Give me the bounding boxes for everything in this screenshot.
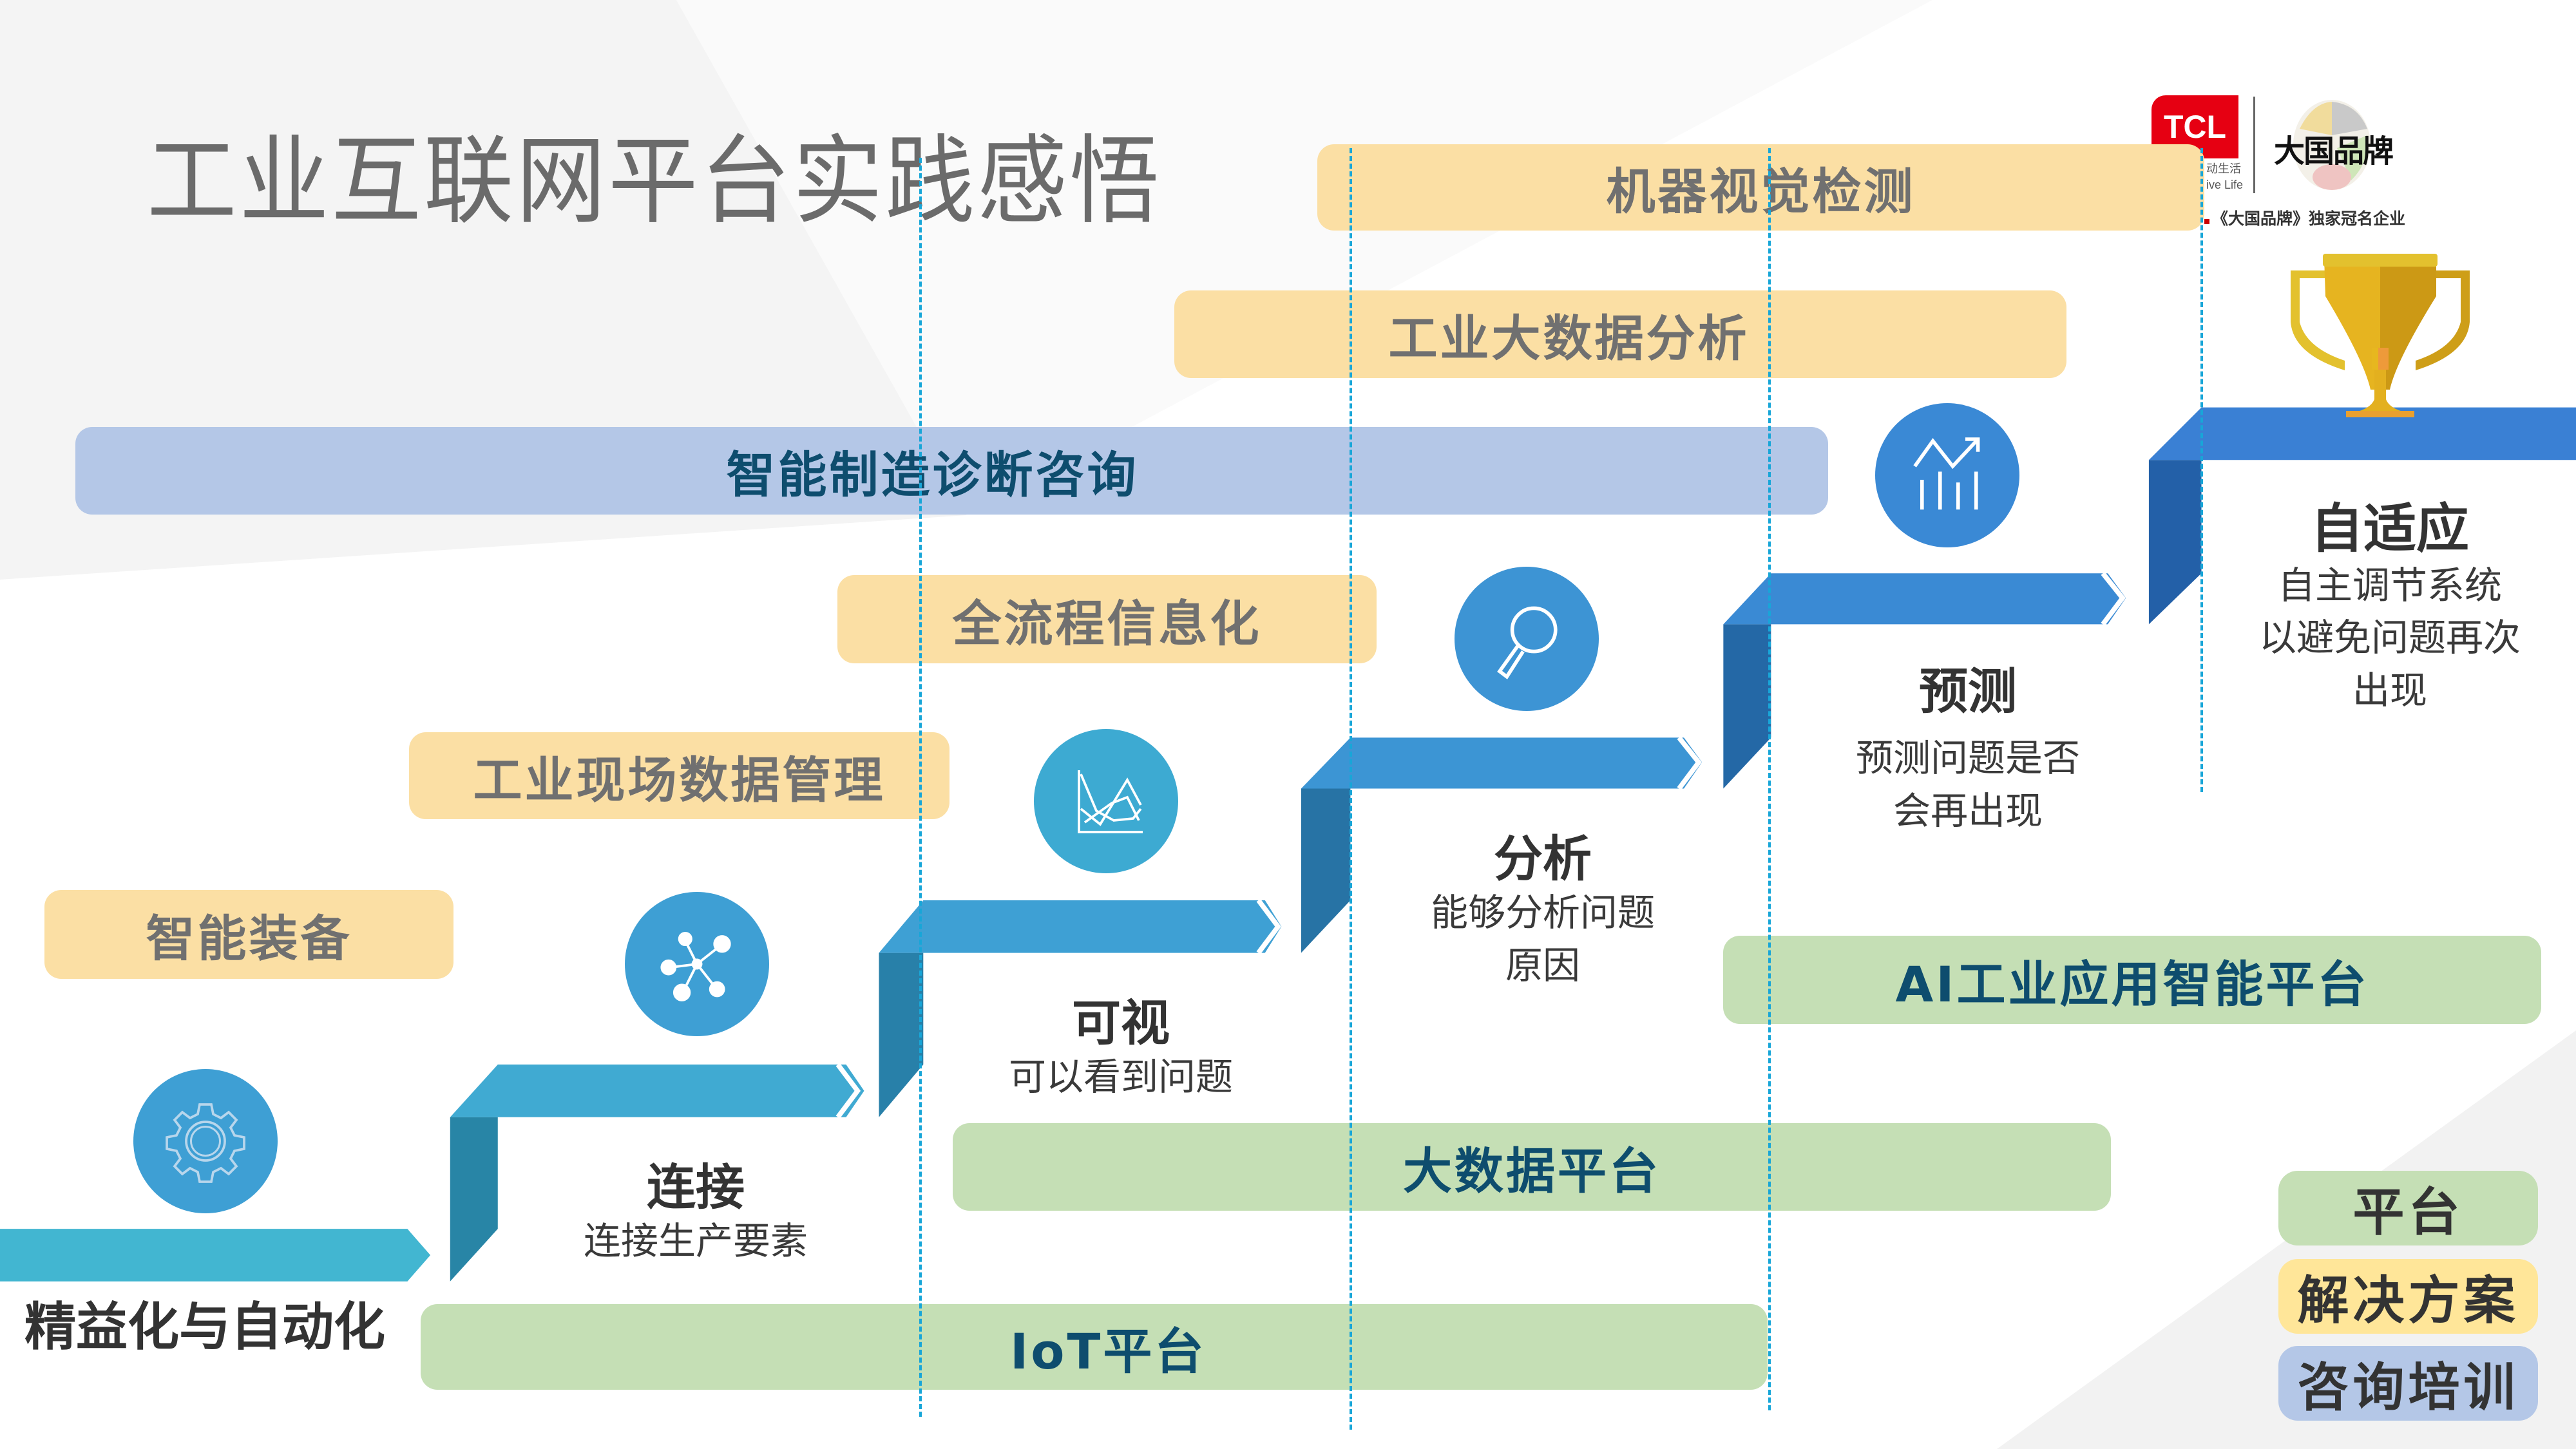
stair-riser-4 <box>1723 624 1771 789</box>
stage-analyze: 分析 能够分析问题 原因 <box>1398 831 1688 992</box>
platform-ai: AI工业应用智能平台 <box>1723 936 2541 1024</box>
stair-riser-1 <box>450 1117 498 1282</box>
line-chart-icon <box>1034 729 1178 873</box>
label: 机器视觉检测 <box>1606 163 1916 220</box>
partner-emblem <box>2293 100 2371 190</box>
stage-title: 预测 <box>1919 663 2017 720</box>
legend-label: 平台 <box>2352 1182 2464 1242</box>
stage-desc-line-3: 出现 <box>2352 668 2427 712</box>
stair-step-4 <box>1301 737 1703 789</box>
stair-riser-2 <box>879 952 924 1117</box>
solution-big-data-analysis: 工业大数据分析 <box>1174 290 2066 378</box>
tagline-en: ive Life <box>2206 178 2244 192</box>
tagline-cn: 动生活 <box>2206 162 2241 175</box>
consulting-diagnosis: 智能制造诊断咨询 <box>75 427 1828 515</box>
stage-desc-line-1: 预测问题是否 <box>1855 736 2080 781</box>
legend-label: 解决方案 <box>2297 1271 2519 1331</box>
stage-desc-line-2: 原因 <box>1505 943 1580 987</box>
guide-line-3 <box>1768 148 1771 1410</box>
legend-label: 咨询培训 <box>2297 1358 2519 1417</box>
label: AI工业应用智能平台 <box>1895 955 2369 1013</box>
stage-desc: 连接生产要素 <box>583 1219 808 1264</box>
partner-logo-text: 大国品牌 <box>2274 133 2394 169</box>
label: 工业现场数据管理 <box>473 751 886 809</box>
stage-desc-line-1: 自主调节系统 <box>2277 564 2502 608</box>
stair-step-1 <box>0 1229 431 1282</box>
label: 大数据平台 <box>1403 1142 1661 1200</box>
label: 全流程信息化 <box>952 594 1262 652</box>
stage-title: 自适应 <box>2310 498 2469 560</box>
stair-step-6 <box>2148 407 2576 460</box>
stage-title: 可视 <box>1072 994 1170 1052</box>
stage-desc-line-1: 能够分析问题 <box>1430 891 1655 935</box>
stage-title: 分析 <box>1494 830 1592 887</box>
solution-machine-vision: 机器视觉检测 <box>1317 144 2204 231</box>
trend-up-icon <box>1875 403 2019 547</box>
stage-desc-line-2: 会再出现 <box>1893 788 2043 833</box>
stair-chevron-3 <box>1256 898 1281 954</box>
stage-adaptive: 自适应 自主调节系统 以避免问题再次 出现 <box>2229 498 2551 717</box>
label: 智能制造诊断咨询 <box>726 446 1139 504</box>
platform-big-data: 大数据平台 <box>953 1123 2111 1211</box>
stage-visualize: 可视 可以看到问题 <box>979 995 1263 1104</box>
guide-line-1 <box>919 158 922 1417</box>
label: IoT平台 <box>1010 1322 1207 1380</box>
stage-desc-line-2: 以避免问题再次 <box>2258 616 2521 660</box>
legend-solution: 解决方案 <box>2278 1259 2538 1334</box>
guide-line-2 <box>1350 148 1352 1430</box>
logo-caption: 《大国品牌》独家冠名企业 <box>2204 206 2405 229</box>
magnifier-icon <box>1455 567 1599 711</box>
page-title: 工业互联网平台实践感悟 <box>147 126 1162 238</box>
solution-smart-equipment: 智能装备 <box>44 890 453 979</box>
stage-title: 连接 <box>647 1159 745 1216</box>
guide-line-4 <box>2200 148 2203 792</box>
stage-lean-automation: 精益化与自动化 <box>24 1298 385 1357</box>
gear-icon <box>133 1069 278 1213</box>
solution-field-data: 工业现场数据管理 <box>409 732 949 819</box>
stair-riser-3 <box>1301 788 1351 953</box>
stage-connect: 连接 连接生产要素 <box>560 1159 831 1268</box>
stair-step-3 <box>879 900 1282 953</box>
label: 工业大数据分析 <box>1388 310 1750 367</box>
legend-platform: 平台 <box>2278 1171 2538 1245</box>
trophy-icon <box>2291 254 2470 417</box>
stair-chevron-5 <box>2101 571 2126 626</box>
platform-iot: IoT平台 <box>421 1304 1768 1390</box>
legend-consulting: 咨询培训 <box>2278 1346 2538 1421</box>
tcl-tagline: 动生活 ive Life <box>2206 161 2243 193</box>
stage-desc: 可以看到问题 <box>1008 1055 1233 1099</box>
solution-full-process: 全流程信息化 <box>837 575 1377 663</box>
stair-riser-5 <box>2148 460 2202 625</box>
stair-chevron-1 <box>408 1227 437 1283</box>
stage-title: 精益化与自动化 <box>24 1297 385 1357</box>
stair-step-5 <box>1723 573 2126 625</box>
stair-chevron-4 <box>1677 736 1702 790</box>
label: 智能装备 <box>146 910 352 967</box>
network-icon <box>625 892 769 1036</box>
stair-step-2 <box>450 1065 864 1117</box>
stage-predict: 预测 预测问题是否 会再出现 <box>1823 663 2113 837</box>
logo-divider <box>2253 97 2255 193</box>
stair-chevron-2 <box>835 1063 861 1119</box>
